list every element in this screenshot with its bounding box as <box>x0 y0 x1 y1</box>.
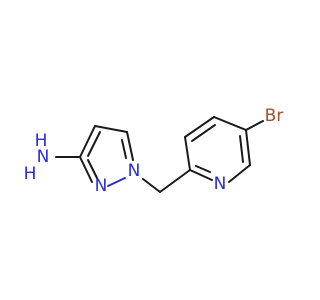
bond-n2-c3-inner <box>87 159 98 179</box>
chemical-structure: N H H N N N Br <box>24 106 284 196</box>
pyridine-nitrogen-label: N <box>214 174 227 194</box>
bonds <box>55 116 264 193</box>
pyrazole-n2-label: N <box>95 176 108 196</box>
amine-nitrogen-label: N <box>37 147 50 167</box>
bond-py-c6-n <box>228 164 251 183</box>
bond-c5-n1 <box>126 131 134 161</box>
bond-c5-n1-inner <box>121 139 127 159</box>
bond-n1-n2 <box>107 177 126 187</box>
bond-py-n-c2-inner <box>195 165 211 173</box>
bond-py-n-c2 <box>189 169 213 181</box>
bond-ch2-pyridine <box>159 169 191 193</box>
amine-hydrogen-label-top: H <box>35 131 48 151</box>
bond-py-c4-c5 <box>213 116 247 131</box>
bond-n2-c3 <box>79 156 93 183</box>
bond-py-c5-c6 <box>245 129 251 166</box>
bond-c3-c4-inner <box>87 131 101 157</box>
pyrazole-n1-label: N <box>128 161 141 181</box>
bond-n1-ch2 <box>142 178 161 193</box>
amine-hydrogen-label-left: H <box>24 164 37 184</box>
bromine-label: Br <box>265 106 284 126</box>
bond-py-c3-c4 <box>184 116 215 138</box>
bond-c5-br <box>245 120 264 131</box>
bond-c4-c5 <box>94 125 128 133</box>
atom-labels: N H H N N N Br <box>24 106 284 196</box>
bond-py-c2-c3 <box>184 136 191 171</box>
bond-py-c3-c4-inner <box>191 124 216 142</box>
bond-c3-c4 <box>79 125 96 158</box>
bond-py-c5-c6-inner <box>239 135 244 163</box>
